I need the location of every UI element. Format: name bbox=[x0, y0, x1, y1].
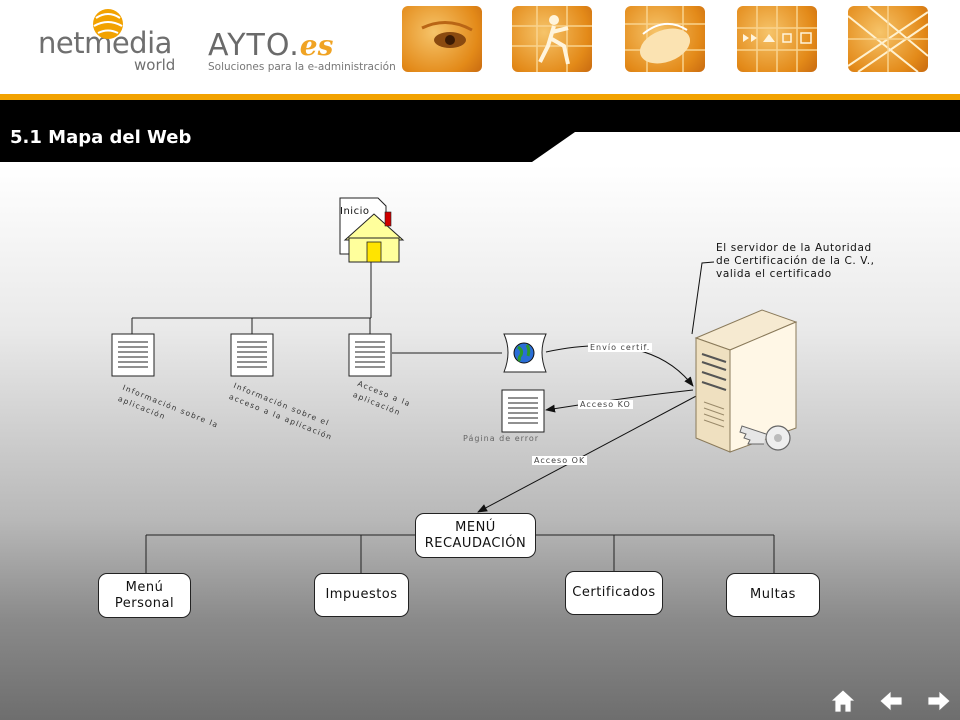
server-note-pointer bbox=[691, 261, 715, 335]
home-icon[interactable] bbox=[830, 688, 856, 714]
server-note: El servidor de la Autoridad de Certifica… bbox=[716, 242, 875, 280]
arrow-access-ok bbox=[477, 393, 701, 513]
arrow-left-icon[interactable] bbox=[878, 688, 904, 714]
ayto-word: AYTO. bbox=[208, 28, 300, 63]
header-photo-eye bbox=[402, 6, 482, 72]
netmedia-logo: netmedia world bbox=[38, 9, 175, 74]
slide-title: 5.1 Mapa del Web bbox=[10, 127, 192, 148]
certificate-server-icon bbox=[694, 309, 798, 453]
accent-bar bbox=[0, 94, 960, 100]
submenu-certificados[interactable]: Certificados bbox=[565, 571, 663, 615]
error-page-label: Página de error bbox=[463, 434, 540, 443]
ayto-es: es bbox=[299, 29, 334, 62]
arrow-label-send-cert: Envío certif. bbox=[588, 343, 653, 352]
header-photo-runner bbox=[512, 6, 592, 72]
page-doc-access-app[interactable] bbox=[348, 333, 392, 377]
page-doc-info-app[interactable] bbox=[111, 333, 155, 377]
home-label: Inicio bbox=[340, 206, 370, 217]
ayto-logo: AYTO.es Soluciones para la e-administrac… bbox=[208, 28, 396, 73]
submenu-impuestos[interactable]: Impuestos bbox=[314, 573, 409, 617]
certificate-globe-icon[interactable] bbox=[503, 333, 547, 373]
home-page-icon[interactable] bbox=[339, 197, 405, 263]
main-menu-recaudacion[interactable]: MENÚ RECAUDACIÓN bbox=[415, 513, 536, 558]
arrow-access-ko bbox=[545, 389, 694, 413]
ayto-subtitle: Soluciones para la e-administración bbox=[208, 61, 396, 73]
submenu-personal[interactable]: Menú Personal bbox=[98, 573, 191, 618]
header-photo-mouse bbox=[625, 6, 705, 72]
netmedia-globe-icon bbox=[93, 9, 123, 39]
arrow-right-icon[interactable] bbox=[926, 688, 952, 714]
submenu-multas[interactable]: Multas bbox=[726, 573, 820, 617]
title-bar bbox=[0, 100, 960, 162]
arrow-label-access-ok: Acceso OK bbox=[532, 456, 588, 465]
page-doc-info-access[interactable] bbox=[230, 333, 274, 377]
error-page-doc[interactable] bbox=[501, 389, 545, 433]
header: netmedia world AYTO.es Soluciones para l… bbox=[0, 0, 960, 94]
arrow-label-access-ko: Acceso KO bbox=[578, 400, 633, 409]
netmedia-sub: world bbox=[134, 56, 176, 74]
header-photo-abstract bbox=[848, 6, 928, 72]
header-photo-controls bbox=[737, 6, 817, 72]
